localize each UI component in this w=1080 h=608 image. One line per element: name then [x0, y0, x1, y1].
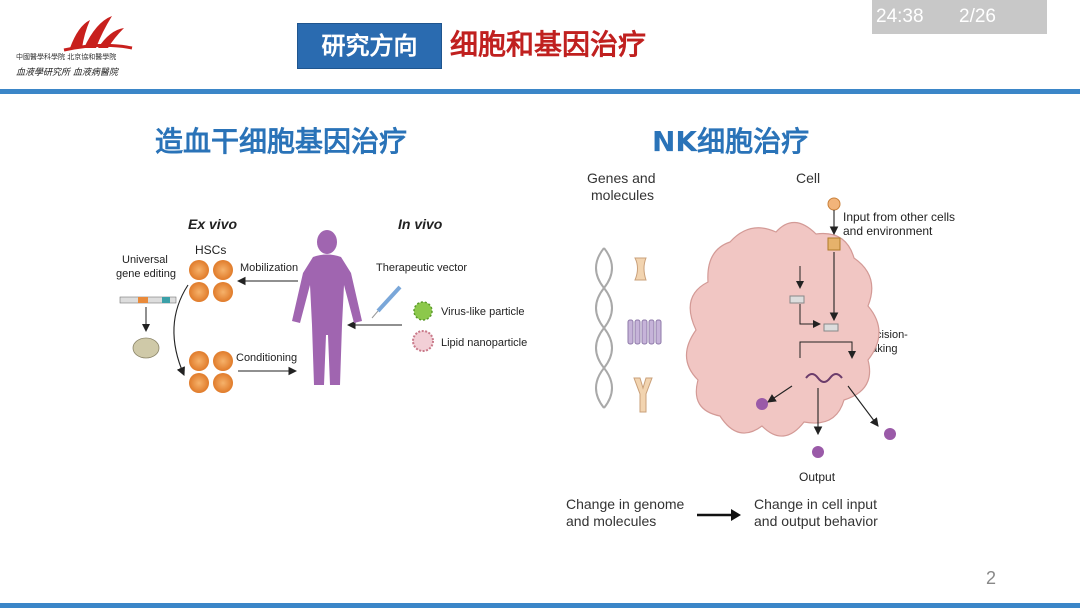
therapeutic-vector-label: Therapeutic vector — [376, 262, 468, 274]
logo-emblem-icon — [63, 16, 133, 52]
virus-like-particle-label: Virus-like particle — [441, 306, 525, 318]
protein-icon — [634, 257, 647, 281]
in-vivo-label: In vivo — [398, 216, 443, 232]
syringe-icon — [371, 285, 402, 319]
change-behavior-line1: Change in cell input — [754, 496, 877, 512]
gene-editing-strip-icon — [119, 296, 177, 304]
left-section-title: 造血干细胞基因治疗 — [155, 125, 408, 158]
hsc-cluster-bottom-icon — [189, 351, 233, 393]
slide-counter: 2/26 — [959, 6, 996, 27]
nk-cell-body-icon — [685, 221, 880, 437]
lipid-nanoparticle-icon — [412, 330, 434, 352]
change-behavior-line2: and output behavior — [754, 513, 878, 529]
footer-divider — [0, 603, 1080, 608]
signal-node-2-icon — [823, 323, 839, 332]
change-genome-line1: Change in genome — [566, 496, 685, 512]
hsc-gene-therapy-diagram — [119, 230, 434, 393]
edited-cell-icon — [132, 337, 160, 359]
dna-helix-icon — [595, 247, 613, 409]
page-number: 2 — [986, 568, 997, 588]
gene-editing-label: gene editing — [116, 268, 176, 280]
genes-label-line1: Genes and — [587, 170, 656, 186]
presentation-timer: 24:38 2/26 — [872, 0, 1047, 34]
output-molecule-2-icon — [812, 446, 824, 458]
gene-expression-icon — [805, 373, 843, 383]
slide-title: 细胞和基因治疗 — [450, 28, 647, 61]
lipid-nanoparticle-label: Lipid nanoparticle — [441, 337, 528, 349]
conditioning-label: Conditioning — [236, 352, 298, 364]
output-label: Output — [799, 470, 836, 484]
change-arrow-icon — [697, 509, 741, 521]
logo-text-line1: 中國醫學科學院 北京協和醫學院 — [16, 53, 117, 61]
ex-vivo-label: Ex vivo — [188, 216, 238, 232]
header-divider — [0, 89, 1080, 94]
receptor-box-icon — [827, 237, 841, 251]
mobilization-label: Mobilization — [240, 262, 299, 274]
universal-label: Universal — [122, 254, 168, 266]
cell-label: Cell — [796, 170, 821, 186]
logo-text-line2: 血液學研究所 血液病醫院 — [16, 68, 118, 78]
input-label-line2: and environment — [843, 224, 933, 238]
topic-label: 研究方向 — [297, 23, 442, 69]
right-section-title: NK细胞治疗 — [652, 125, 810, 158]
output-molecule-3-icon — [884, 428, 896, 440]
elapsed-time: 24:38 — [876, 6, 924, 27]
virus-like-particle-icon — [413, 301, 433, 321]
hsc-cluster-top-icon — [189, 260, 233, 302]
institution-logo: 中國醫學科學院 北京協和醫學院 血液學研究所 血液病醫院 — [12, 8, 177, 80]
output-molecule-1-icon — [756, 398, 768, 410]
human-body-icon — [292, 230, 362, 385]
input-signal-icon — [827, 197, 841, 211]
change-genome-line2: and molecules — [566, 513, 657, 529]
input-label-line1: Input from other cells — [843, 210, 956, 224]
antibody-icon — [633, 377, 653, 413]
signal-node-1-icon — [789, 295, 805, 304]
hscs-label: HSCs — [195, 243, 227, 257]
nk-cell-diagram — [595, 197, 896, 458]
genes-label-line2: molecules — [591, 187, 655, 203]
receptor-icon — [627, 319, 662, 345]
